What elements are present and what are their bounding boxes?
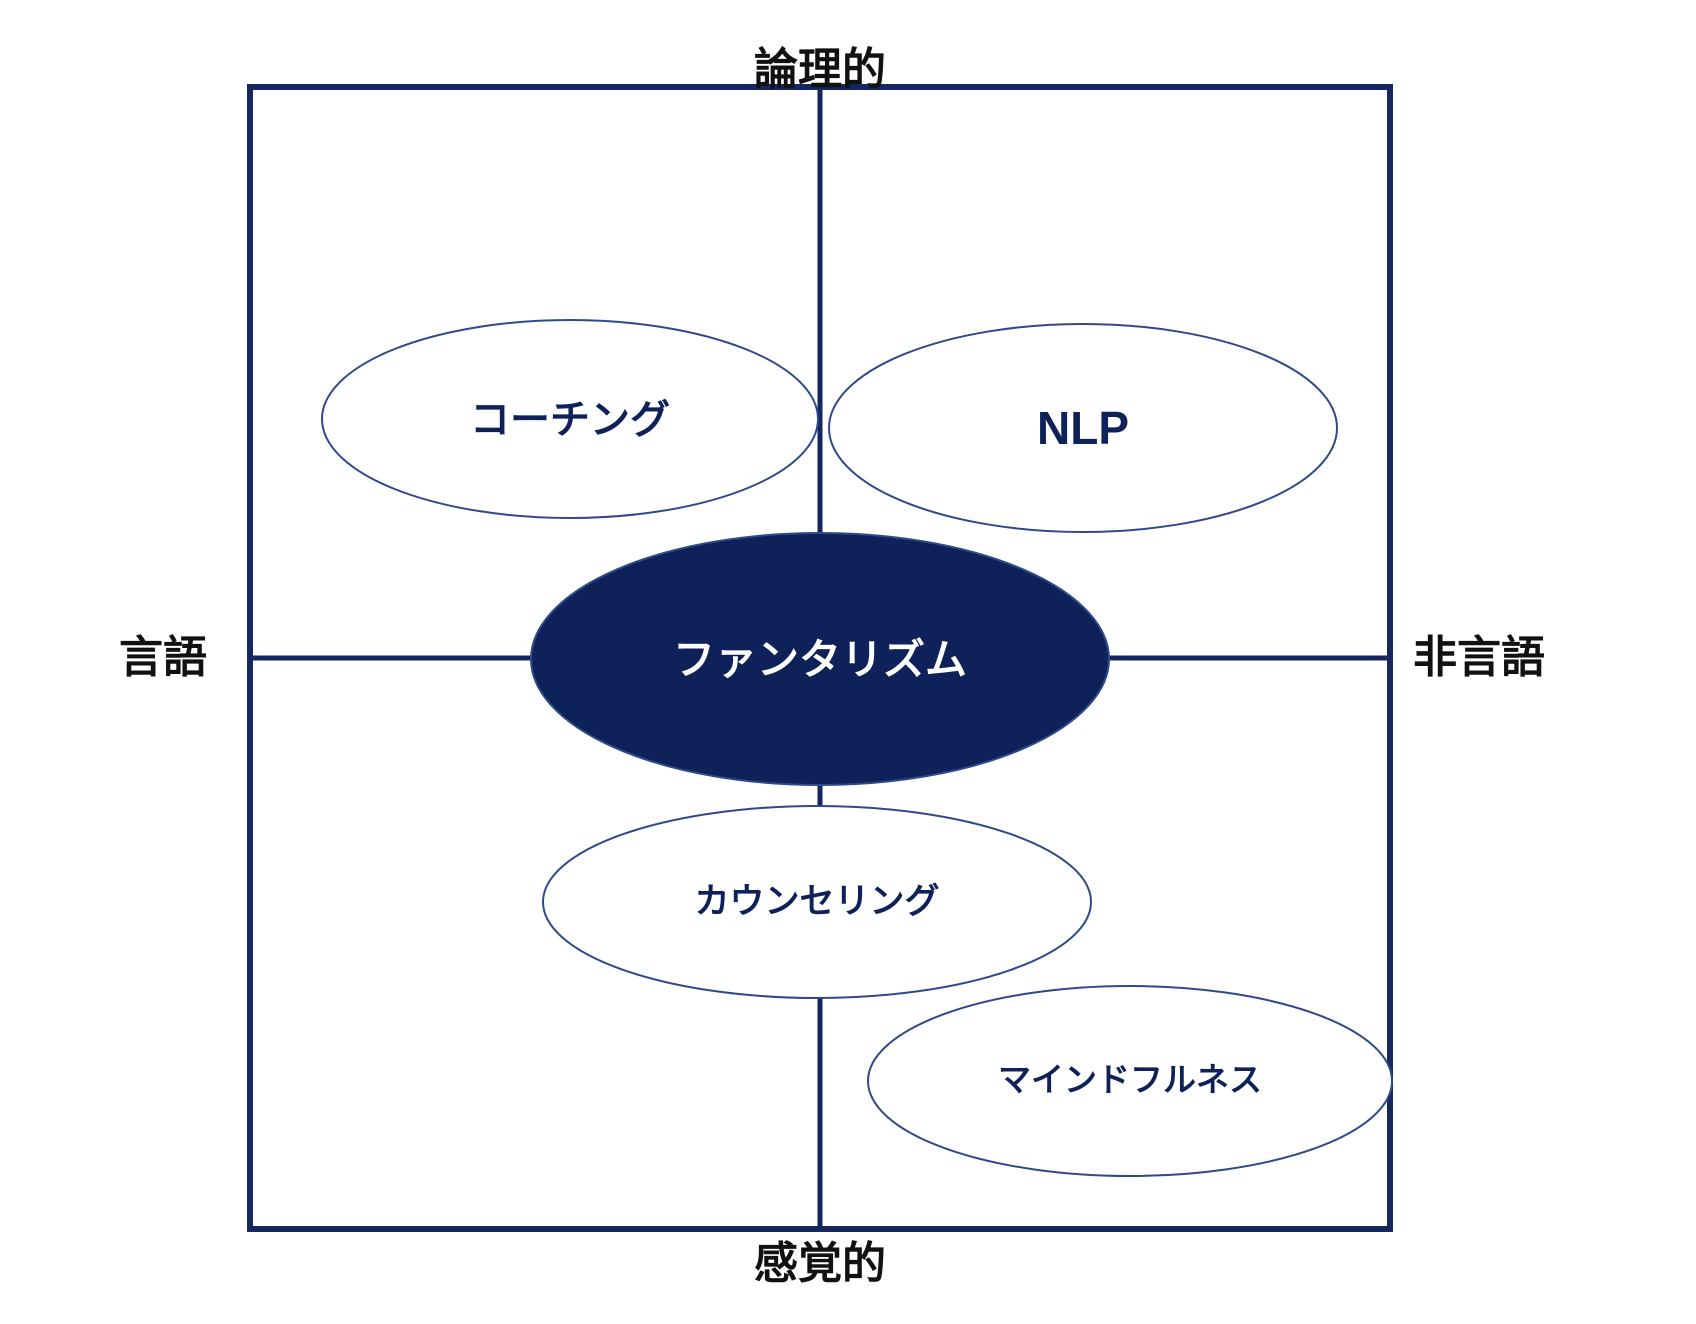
method-label-nlp: NLP [1037, 402, 1129, 454]
axis-label-top: 論理的 [754, 44, 886, 95]
method-ellipse-nlp: NLP [828, 323, 1338, 533]
method-ellipse-counseling: カウンセリング [542, 805, 1092, 999]
ellipse-shape [867, 985, 1393, 1177]
method-label-counseling: カウンセリング [694, 882, 939, 922]
axis-label-left: 言語 [119, 632, 207, 683]
method-label-coaching: コーチング [470, 397, 670, 443]
ellipse-shape [542, 805, 1092, 999]
ellipse-shape [321, 319, 819, 519]
method-label-phantarism: ファンタリズム [673, 635, 967, 684]
ellipse-shape [828, 323, 1338, 533]
ellipse-shape-filled [530, 532, 1110, 786]
method-label-mindfulness: マインドフルネス [998, 1060, 1262, 1099]
method-ellipse-coaching: コーチング [321, 319, 819, 519]
axis-label-right: 非言語 [1413, 632, 1545, 683]
method-ellipse-mindfulness: マインドフルネス [867, 985, 1393, 1177]
method-ellipse-phantarism: ファンタリズム [530, 532, 1110, 786]
axis-label-bottom: 感覚的 [754, 1238, 886, 1289]
